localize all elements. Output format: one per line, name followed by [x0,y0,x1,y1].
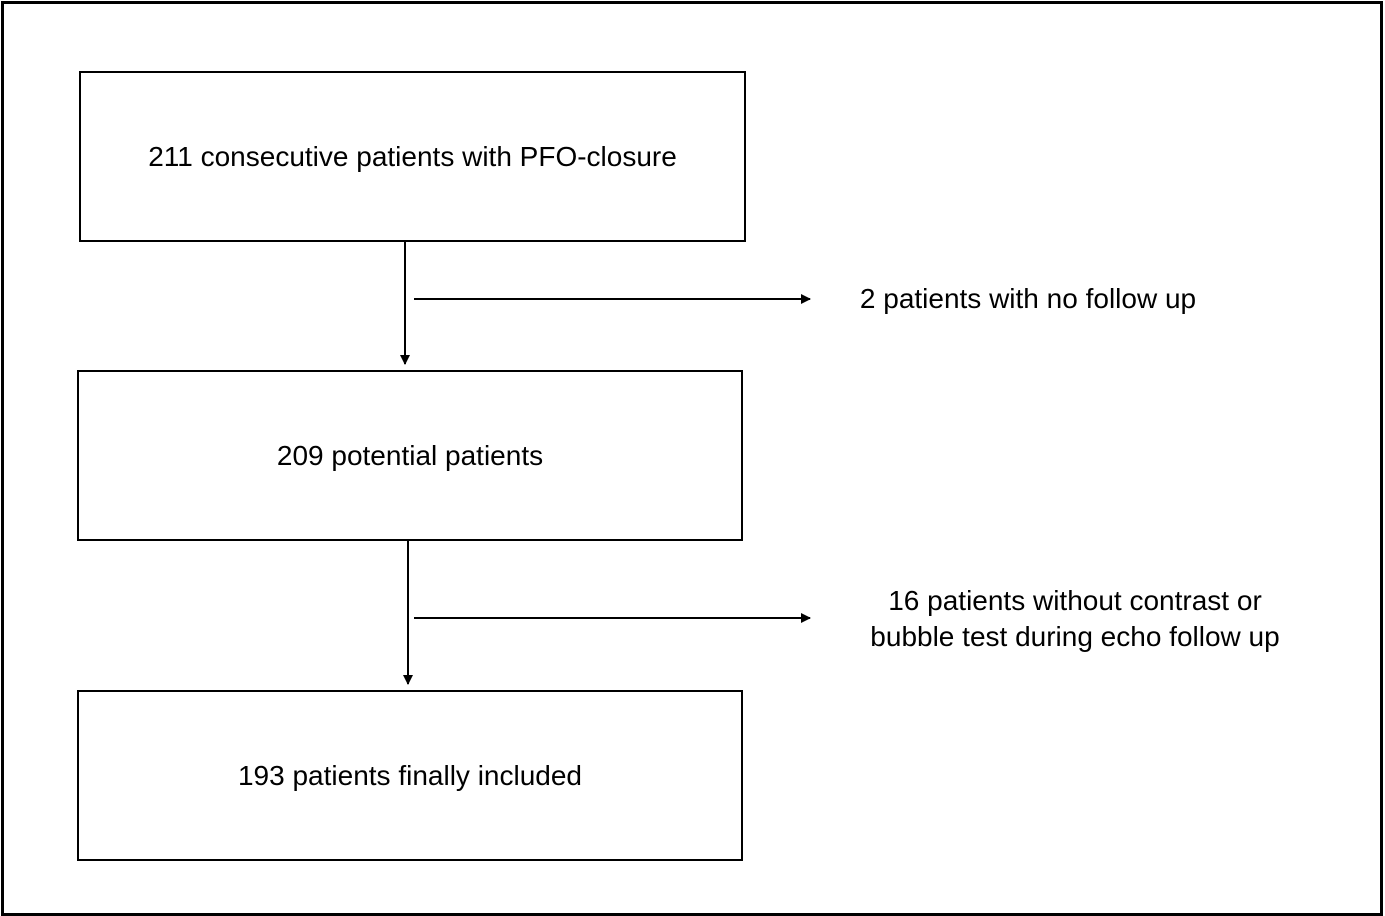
step-box-final-included: 193 patients finally included [77,690,743,861]
step-box-potential-patients: 209 potential patients [77,370,743,541]
step-label: 211 consecutive patients with PFO-closur… [148,140,677,172]
exclusion-label-no-contrast: 16 patients without contrast or bubble t… [870,585,1280,652]
exclusion-label-no-follow-up: 2 patients with no follow up [859,283,1197,314]
step-label: 193 patients finally included [237,759,582,791]
step-box-initial-cohort: 211 consecutive patients with PFO-closur… [79,71,746,242]
step-label: 209 potential patients [276,439,544,471]
